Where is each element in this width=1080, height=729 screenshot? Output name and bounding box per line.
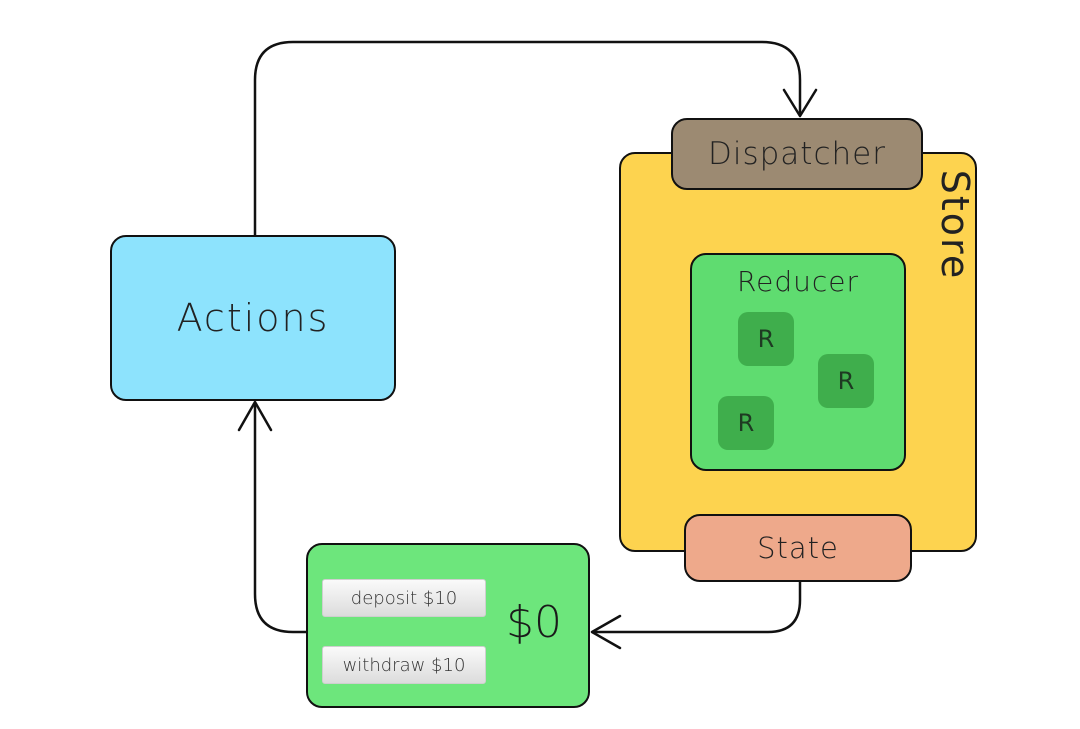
dispatcher-box: Dispatcher — [671, 118, 923, 190]
balance-display: $0 — [506, 597, 562, 648]
state-box: State — [684, 514, 912, 582]
actions-to-dispatcher-line — [253, 40, 802, 237]
state-to-view-arrowhead — [590, 614, 622, 650]
state-to-view-line — [592, 580, 802, 634]
view-to-actions-line — [253, 402, 308, 634]
reducer-chip: R — [738, 312, 794, 366]
actions-label: Actions — [176, 296, 330, 340]
view-to-actions-arrowhead — [237, 400, 273, 432]
view-box: deposit $10 withdraw $10 $0 — [306, 543, 590, 708]
dispatcher-label: Dispatcher — [708, 136, 886, 172]
withdraw-button[interactable]: withdraw $10 — [322, 646, 486, 684]
store-label: Store — [933, 169, 977, 281]
reducer-label: Reducer — [736, 265, 860, 298]
state-label: State — [757, 531, 839, 565]
actions-box: Actions — [110, 235, 396, 401]
deposit-button[interactable]: deposit $10 — [322, 579, 486, 617]
reducer-chip: R — [818, 354, 874, 408]
reducer-chip: R — [718, 396, 774, 450]
dispatcher-arrowhead — [782, 88, 818, 118]
